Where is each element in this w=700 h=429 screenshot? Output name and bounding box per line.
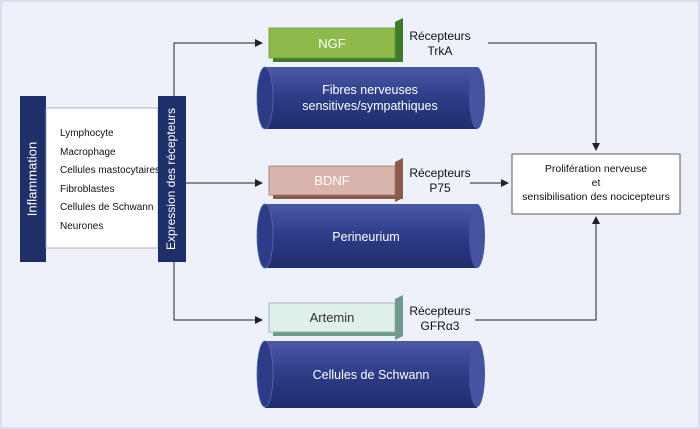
bdnf-shadow-tab: [395, 158, 403, 202]
artemin-receptor-line1: Récepteurs: [409, 304, 470, 318]
arrow-gfr-to-outcome: [475, 216, 600, 321]
ngf-cylinder: Fibres nerveuses sensitives/sympathiques: [256, 66, 485, 130]
artemin-cylinder: Cellules de Schwann: [256, 340, 485, 408]
cell-item: Fibroblastes: [60, 184, 114, 195]
cell-item: Cellules de Schwann: [60, 202, 153, 213]
cell-item: Cellules mastocytaires: [60, 165, 160, 176]
bdnf-receptor-line1: Récepteurs: [409, 166, 470, 180]
receptor-expression-bar: Expression des récepteurs: [158, 96, 186, 262]
bdnf-receptor-line2: P75: [429, 181, 451, 195]
cell-list-box: Lymphocyte Macrophage Cellules mastocyta…: [45, 107, 160, 249]
outcome-line3: sensibilisation des nocicepteurs: [522, 191, 670, 203]
inflammation-bar: Inflammation: [20, 96, 46, 262]
row-ngf: NGF Récepteurs TrkA Fibres nerveuses sen…: [256, 18, 485, 130]
connector-arrows: [173, 39, 263, 324]
artemin-box: [268, 302, 396, 333]
bdnf-box: [268, 165, 396, 196]
artemin-receptor-line2: GFRα3: [421, 319, 460, 333]
artemin-shadow: [273, 330, 403, 336]
bdnf-cylinder: Perineurium: [256, 203, 485, 269]
outcome-arrows: [470, 42, 600, 321]
cell-item: Macrophage: [60, 147, 116, 158]
bdnf-cylinder-line1: Perineurium: [332, 230, 399, 244]
ngf-shadow: [273, 56, 403, 62]
arrow-to-ngf: [173, 39, 263, 96]
bdnf-label: BDNF: [314, 173, 349, 188]
arrow-trka-to-outcome: [488, 42, 600, 151]
ngf-cylinder-line1: Fibres nerveuses: [322, 83, 418, 97]
receptor-expression-label: Expression des récepteurs: [164, 108, 178, 250]
artemin-shadow-tab: [395, 295, 403, 340]
row-bdnf: BDNF Récepteurs P75 Perineurium: [256, 158, 485, 269]
cell-item: Neurones: [60, 221, 103, 232]
inflammation-label: Inflammation: [24, 142, 39, 216]
artemin-cylinder-line1: Cellules de Schwann: [313, 368, 430, 382]
bdnf-shadow: [273, 193, 403, 199]
ngf-receptor-line1: Récepteurs: [409, 29, 470, 43]
arrow-to-artemin: [173, 262, 263, 324]
ngf-box: [268, 27, 396, 59]
outcome-line2: et: [592, 177, 601, 189]
outcome-line1: Prolifération nerveuse: [545, 163, 647, 175]
outcome-box: Prolifération nerveuse et sensibilisatio…: [511, 153, 681, 215]
row-artemin: Artemin Récepteurs GFRα3 Cellules de Sch…: [256, 295, 485, 408]
ngf-label: NGF: [318, 36, 346, 51]
artemin-label: Artemin: [310, 310, 355, 325]
ngf-cylinder-line2: sensitives/sympathiques: [302, 99, 437, 113]
ngf-receptor-line2: TrkA: [428, 44, 453, 58]
cell-item: Lymphocyte: [60, 128, 114, 139]
ngf-shadow-tab: [395, 18, 403, 62]
